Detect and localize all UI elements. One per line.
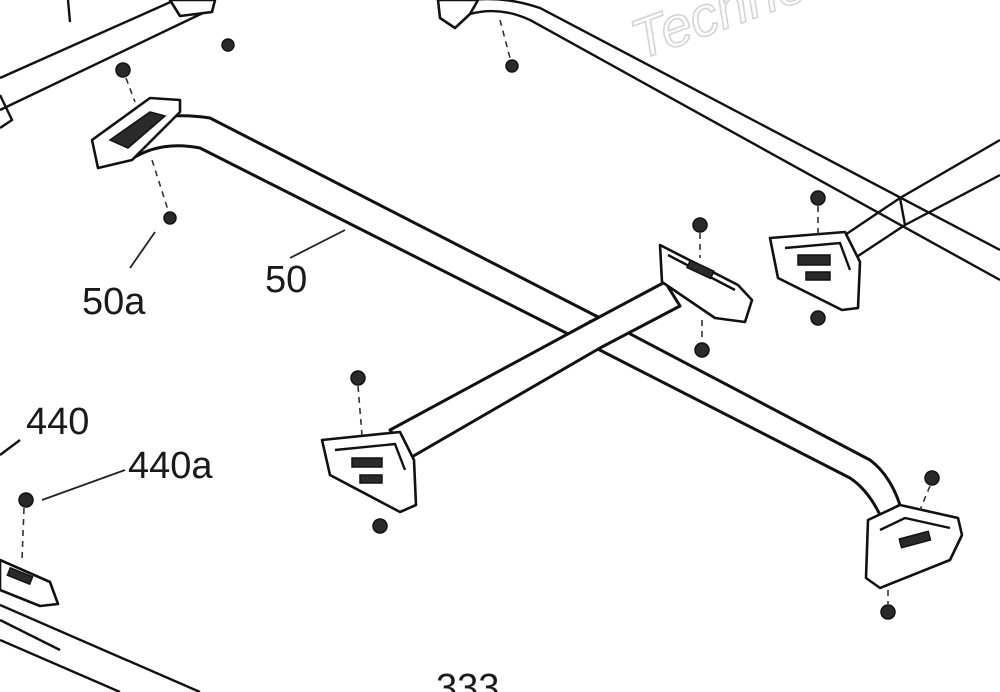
watermark: Technomotor	[623, 0, 952, 71]
leader-50	[289, 229, 346, 259]
label-50: 50	[265, 259, 307, 301]
label-440: 440	[26, 401, 89, 443]
label-440a: 440a	[128, 445, 213, 487]
bottom-left-assembly	[0, 439, 201, 692]
label-50a: 50a	[82, 281, 146, 323]
main-tube-50	[118, 114, 902, 517]
right-bracket	[768, 190, 862, 326]
lower-right-bracket	[864, 470, 964, 620]
right-cross-tube	[844, 138, 1000, 260]
label-333: 333	[436, 667, 499, 692]
center-bracket	[658, 217, 754, 358]
leader-440a	[41, 469, 126, 501]
left-bracket-50	[90, 62, 182, 225]
leader-50a	[129, 231, 156, 269]
upper-left-tube	[0, 0, 235, 129]
upper-right-tube	[436, 0, 1000, 282]
lower-left-bracket	[320, 370, 418, 534]
